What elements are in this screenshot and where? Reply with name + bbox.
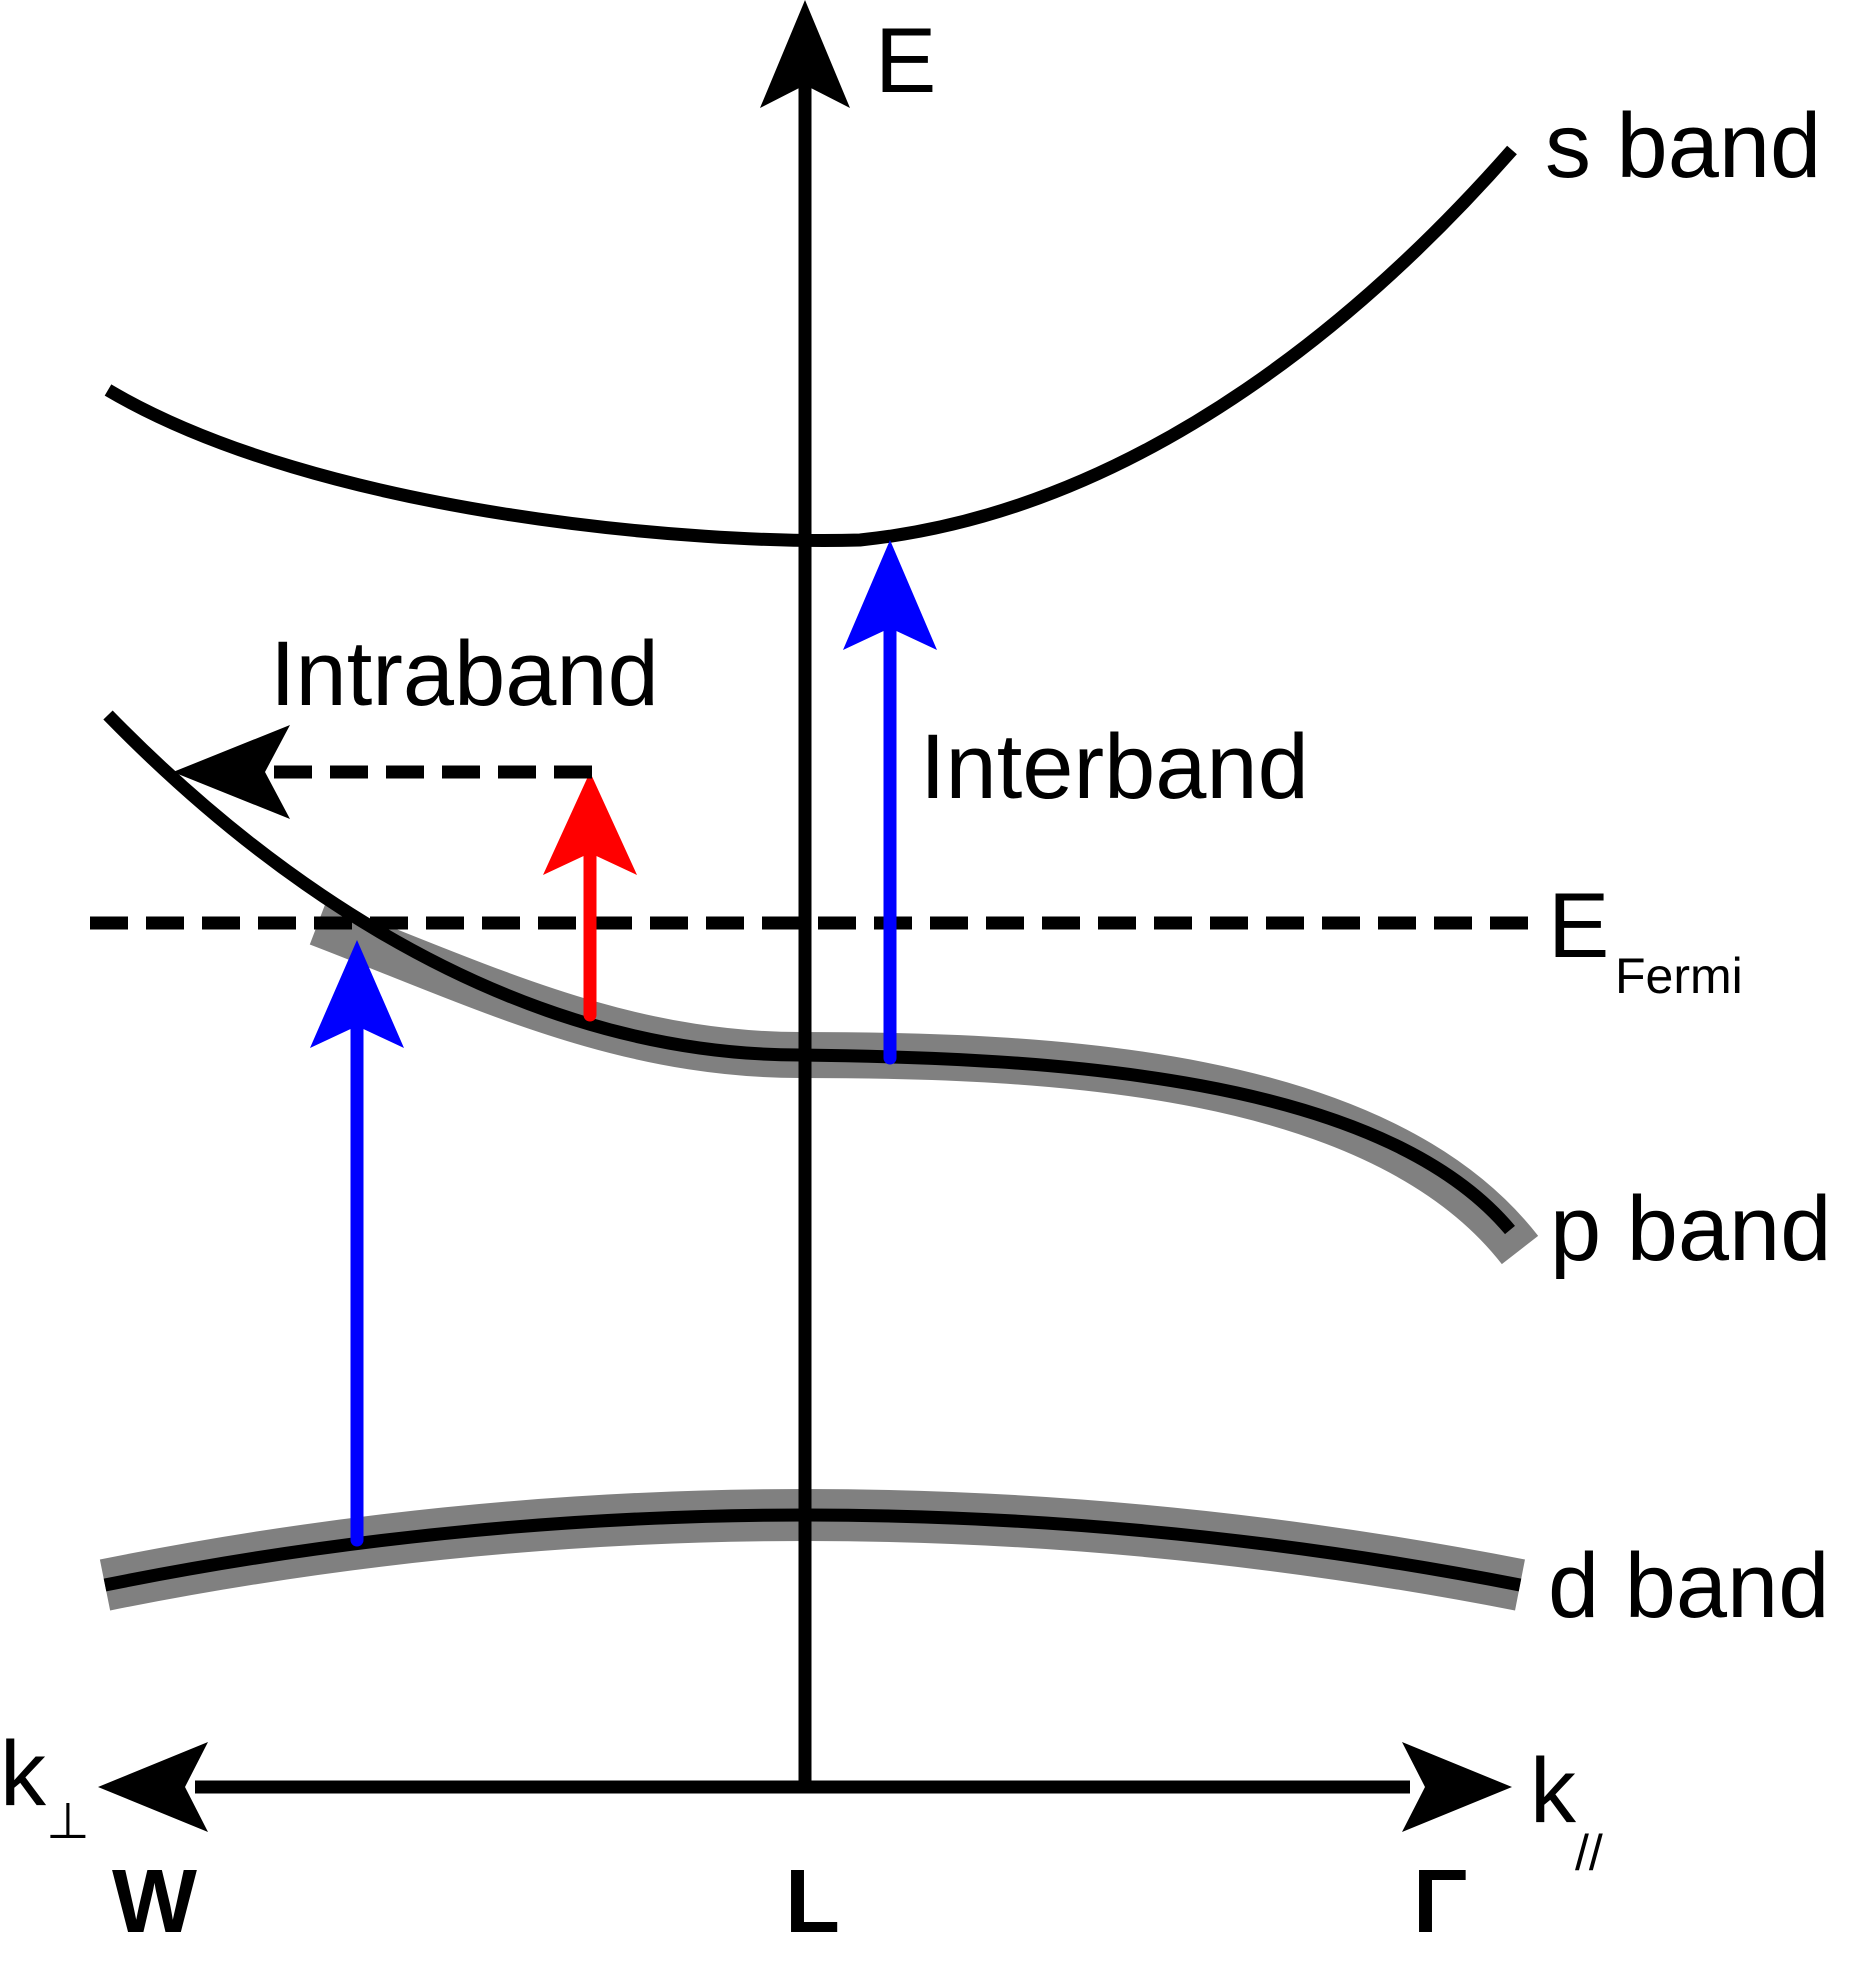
intraband-label: Intraband — [270, 623, 659, 725]
k-perp-label: k — [0, 1723, 47, 1825]
energy-axis-arrowhead — [760, 0, 850, 108]
interband-arrow-left-head — [310, 940, 404, 1048]
intraband-arrow-head — [543, 772, 637, 875]
k-par-label: k — [1530, 1740, 1577, 1842]
k-perp-subscript: ⊥ — [46, 1793, 90, 1849]
energy-axis-label: E — [875, 10, 936, 112]
k-par-arrowhead — [1402, 1742, 1512, 1832]
fermi-level-subscript: Fermi — [1615, 948, 1743, 1004]
s-band-curve — [104, 145, 1517, 548]
fermi-level-label: E — [1548, 875, 1609, 977]
k-par-subscript: // — [1575, 1825, 1603, 1881]
interband-label: Interband — [920, 716, 1309, 818]
interband-arrow-right-head — [843, 540, 937, 650]
point-gamma-label: Γ — [1413, 1852, 1467, 1952]
d-band-label: d band — [1548, 1535, 1829, 1637]
p-band-label: p band — [1550, 1178, 1831, 1280]
s-band-label: s band — [1545, 95, 1821, 197]
p-band-halo — [309, 901, 1539, 1265]
point-w-label: W — [112, 1852, 197, 1952]
k-perp-arrowhead — [98, 1742, 208, 1832]
intraband-dashed-arrowhead — [173, 725, 290, 819]
point-l-label: L — [785, 1852, 840, 1952]
